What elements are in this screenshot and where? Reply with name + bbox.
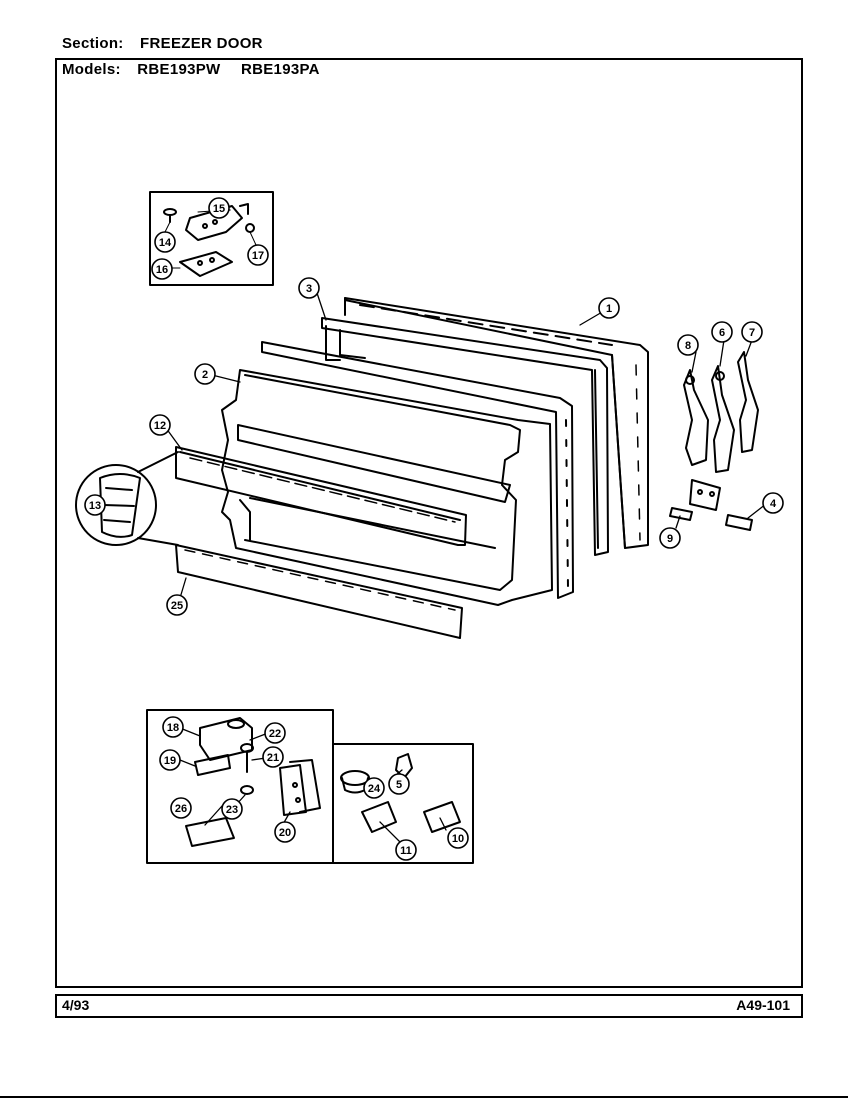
model-1: RBE193PW (137, 61, 221, 78)
svg-text:19: 19 (164, 755, 176, 767)
shelf-clip-detail (75, 451, 179, 546)
footer-bar (55, 994, 803, 1018)
callout-21: 21 (262, 746, 284, 768)
callout-22: 22 (264, 722, 286, 744)
section-label: Section: (62, 35, 124, 52)
model-2: RBE193PA (240, 61, 320, 78)
callout-23: 23 (221, 798, 243, 820)
callout-18: 18 (162, 716, 184, 738)
small-parts-inset (332, 743, 474, 864)
callout-8: 8 (677, 334, 699, 356)
callout-13: 13 (84, 494, 106, 516)
door-liner (221, 341, 574, 606)
callout-16: 16 (151, 258, 173, 280)
svg-text:26: 26 (175, 803, 187, 815)
svg-text:5: 5 (396, 779, 402, 791)
callout-12: 12 (149, 414, 171, 436)
door-shelf-rail (175, 446, 467, 546)
callout-7: 7 (741, 321, 763, 343)
svg-text:25: 25 (171, 600, 183, 612)
callout-10: 10 (447, 827, 469, 849)
svg-text:1: 1 (606, 303, 612, 315)
svg-text:3: 3 (306, 283, 312, 295)
bottom-hinge-inset (146, 709, 334, 864)
svg-text:20: 20 (279, 827, 291, 839)
svg-text:2: 2 (202, 369, 208, 381)
callouts: 1 2 3 4 5 6 7 8 9 10 11 12 13 14 15 16 1… (84, 197, 784, 861)
svg-text:4: 4 (770, 498, 777, 510)
svg-text:10: 10 (452, 833, 464, 845)
callout-25: 25 (166, 594, 188, 616)
door-gasket (321, 317, 609, 556)
svg-text:17: 17 (252, 250, 264, 262)
callout-1: 1 (598, 297, 620, 319)
svg-text:6: 6 (719, 327, 725, 339)
callout-24: 24 (363, 777, 385, 799)
callout-19: 19 (159, 749, 181, 771)
svg-text:16: 16 (156, 264, 168, 276)
callout-6: 6 (711, 321, 733, 343)
svg-text:23: 23 (226, 804, 238, 816)
callout-20: 20 (274, 821, 296, 843)
svg-text:11: 11 (400, 845, 412, 857)
svg-text:14: 14 (159, 237, 172, 249)
footer-code: A49-101 (736, 997, 790, 1013)
models-label: Models: (62, 61, 121, 78)
svg-text:18: 18 (167, 722, 179, 734)
callout-2: 2 (194, 363, 216, 385)
svg-text:21: 21 (267, 752, 279, 764)
bottom-shelf-rail (175, 544, 463, 639)
svg-text:13: 13 (89, 500, 101, 512)
diagram-frame (55, 58, 803, 988)
callout-17: 17 (247, 244, 269, 266)
page-bottom-rule (0, 1096, 848, 1098)
svg-text:15: 15 (213, 203, 225, 215)
callout-5: 5 (388, 773, 410, 795)
callout-9: 9 (659, 527, 681, 549)
svg-text:9: 9 (667, 533, 673, 545)
callout-26: 26 (170, 797, 192, 819)
callout-3: 3 (298, 277, 320, 299)
models-heading: Models: RBE193PW RBE193PA (62, 61, 320, 78)
callout-14: 14 (154, 231, 176, 253)
callout-11: 11 (395, 839, 417, 861)
svg-text:22: 22 (269, 728, 281, 740)
svg-text:24: 24 (368, 783, 381, 795)
callout-15: 15 (208, 197, 230, 219)
outer-door-panel (344, 297, 649, 549)
door-handle-parts (669, 351, 759, 531)
callout-4: 4 (762, 492, 784, 514)
svg-text:8: 8 (685, 340, 691, 352)
section-value: FREEZER DOOR (140, 35, 263, 52)
svg-text:7: 7 (749, 327, 755, 339)
section-heading: Section: FREEZER DOOR (62, 35, 263, 52)
footer-date: 4/93 (62, 997, 90, 1013)
svg-text:12: 12 (154, 420, 166, 432)
